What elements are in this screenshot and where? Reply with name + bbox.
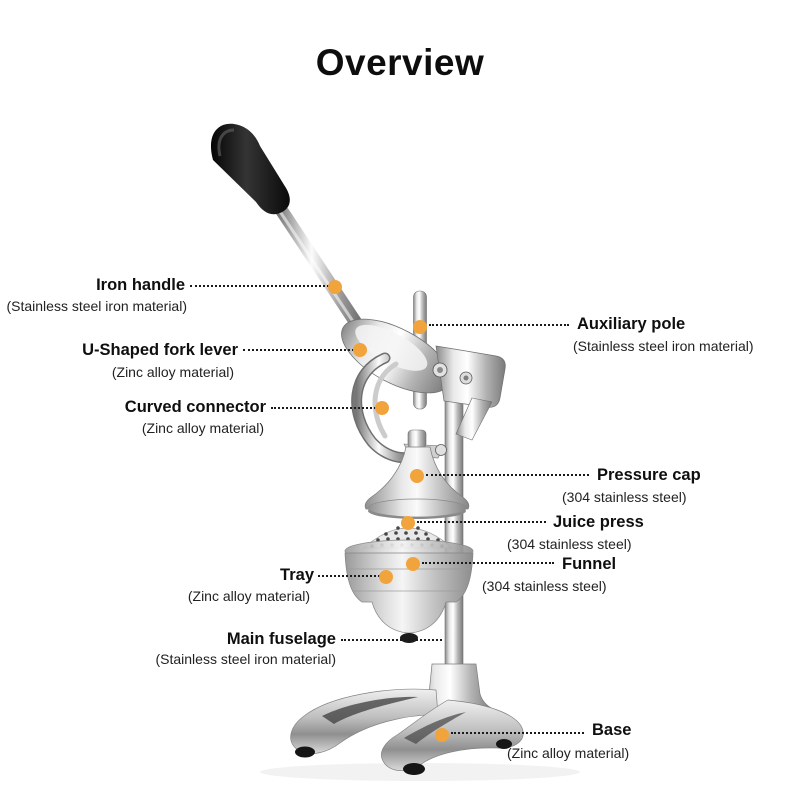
page-title: Overview xyxy=(315,42,485,83)
material-juice-press: (304 stainless steel) xyxy=(507,536,632,552)
leader-juice-press xyxy=(417,521,546,523)
label-u-shaped-fork-lever: U-Shaped fork lever xyxy=(82,341,238,359)
leader-iron-handle xyxy=(190,285,329,287)
label-juice-press: Juice press xyxy=(553,513,644,531)
material-tray: (Zinc alloy material) xyxy=(187,588,310,604)
label-pressure-cap: Pressure cap xyxy=(597,466,701,484)
label-base: Base xyxy=(592,721,632,739)
label-curved-connector: Curved connector xyxy=(124,398,266,416)
label-main-fuselage: Main fuselage xyxy=(226,630,336,648)
marker-auxiliary-pole-dot xyxy=(413,320,427,334)
material-curved-connector: (Zinc alloy material) xyxy=(141,420,264,436)
leader-tray xyxy=(318,575,380,577)
marker-iron-handle-dot xyxy=(328,280,342,294)
material-funnel: (304 stainless steel) xyxy=(482,578,607,594)
material-pressure-cap: (304 stainless steel) xyxy=(562,489,687,505)
marker-base-dot xyxy=(435,728,449,742)
label-iron-handle: Iron handle xyxy=(96,276,185,294)
marker-u-shaped-fork-lever-dot xyxy=(353,343,367,357)
material-base: (Zinc alloy material) xyxy=(507,745,630,761)
marker-tray-dot xyxy=(379,570,393,584)
label-tray: Tray xyxy=(280,566,314,584)
leader-u-shaped-fork-lever xyxy=(243,349,354,351)
material-auxiliary-pole: (Stainless steel iron material) xyxy=(573,338,754,354)
material-u-shaped-fork-lever: (Zinc alloy material) xyxy=(111,364,234,380)
marker-juice-press-dot xyxy=(401,516,415,530)
leader-base xyxy=(451,732,584,734)
marker-pressure-cap-dot xyxy=(410,469,424,483)
material-main-fuselage: (Stainless steel iron material) xyxy=(155,651,336,667)
material-iron-handle: (Stainless steel iron material) xyxy=(6,298,187,314)
label-auxiliary-pole: Auxiliary pole xyxy=(577,315,686,333)
label-funnel: Funnel xyxy=(562,555,617,573)
leader-main-fuselage xyxy=(341,639,442,641)
marker-curved-connector-dot xyxy=(375,401,389,415)
marker-funnel-dot xyxy=(406,557,420,571)
leader-funnel xyxy=(422,562,554,564)
leader-pressure-cap xyxy=(426,474,589,476)
leader-curved-connector xyxy=(271,407,376,409)
leader-auxiliary-pole xyxy=(429,324,569,326)
